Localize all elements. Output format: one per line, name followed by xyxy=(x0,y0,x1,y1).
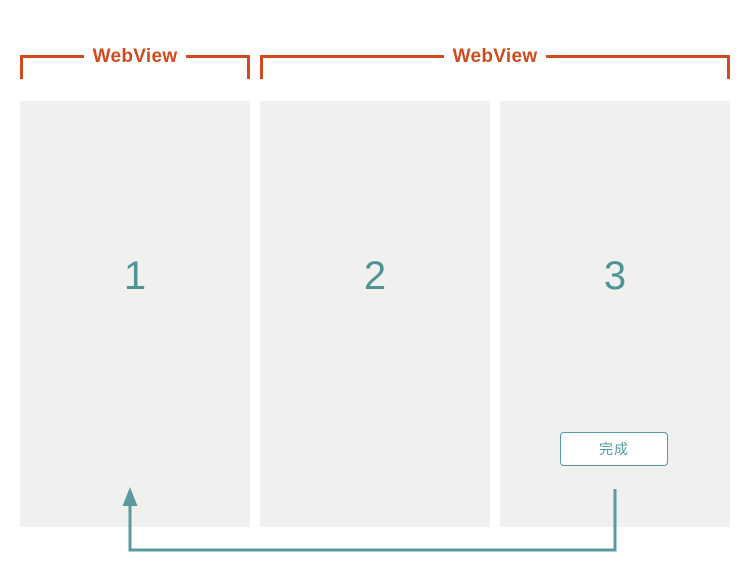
page-panel-1: 1 xyxy=(20,101,250,527)
bracket-line-segment xyxy=(20,55,84,79)
panel-number: 2 xyxy=(363,254,387,298)
page-panel-2: 2 xyxy=(260,101,490,527)
bracket-line-segment xyxy=(186,55,251,79)
panel-number: 1 xyxy=(123,254,147,298)
page-panel-3: 3 完成 xyxy=(500,101,730,527)
webview-label: WebView xyxy=(92,46,178,67)
webview-label: WebView xyxy=(452,46,538,67)
bracket-line-segment xyxy=(260,55,444,79)
webview-bracket-left: WebView xyxy=(20,47,251,79)
done-button[interactable]: 完成 xyxy=(560,432,668,466)
panel-number: 3 xyxy=(603,254,627,298)
webview-bracket-right: WebView xyxy=(260,47,731,79)
bracket-line-segment xyxy=(546,55,731,79)
